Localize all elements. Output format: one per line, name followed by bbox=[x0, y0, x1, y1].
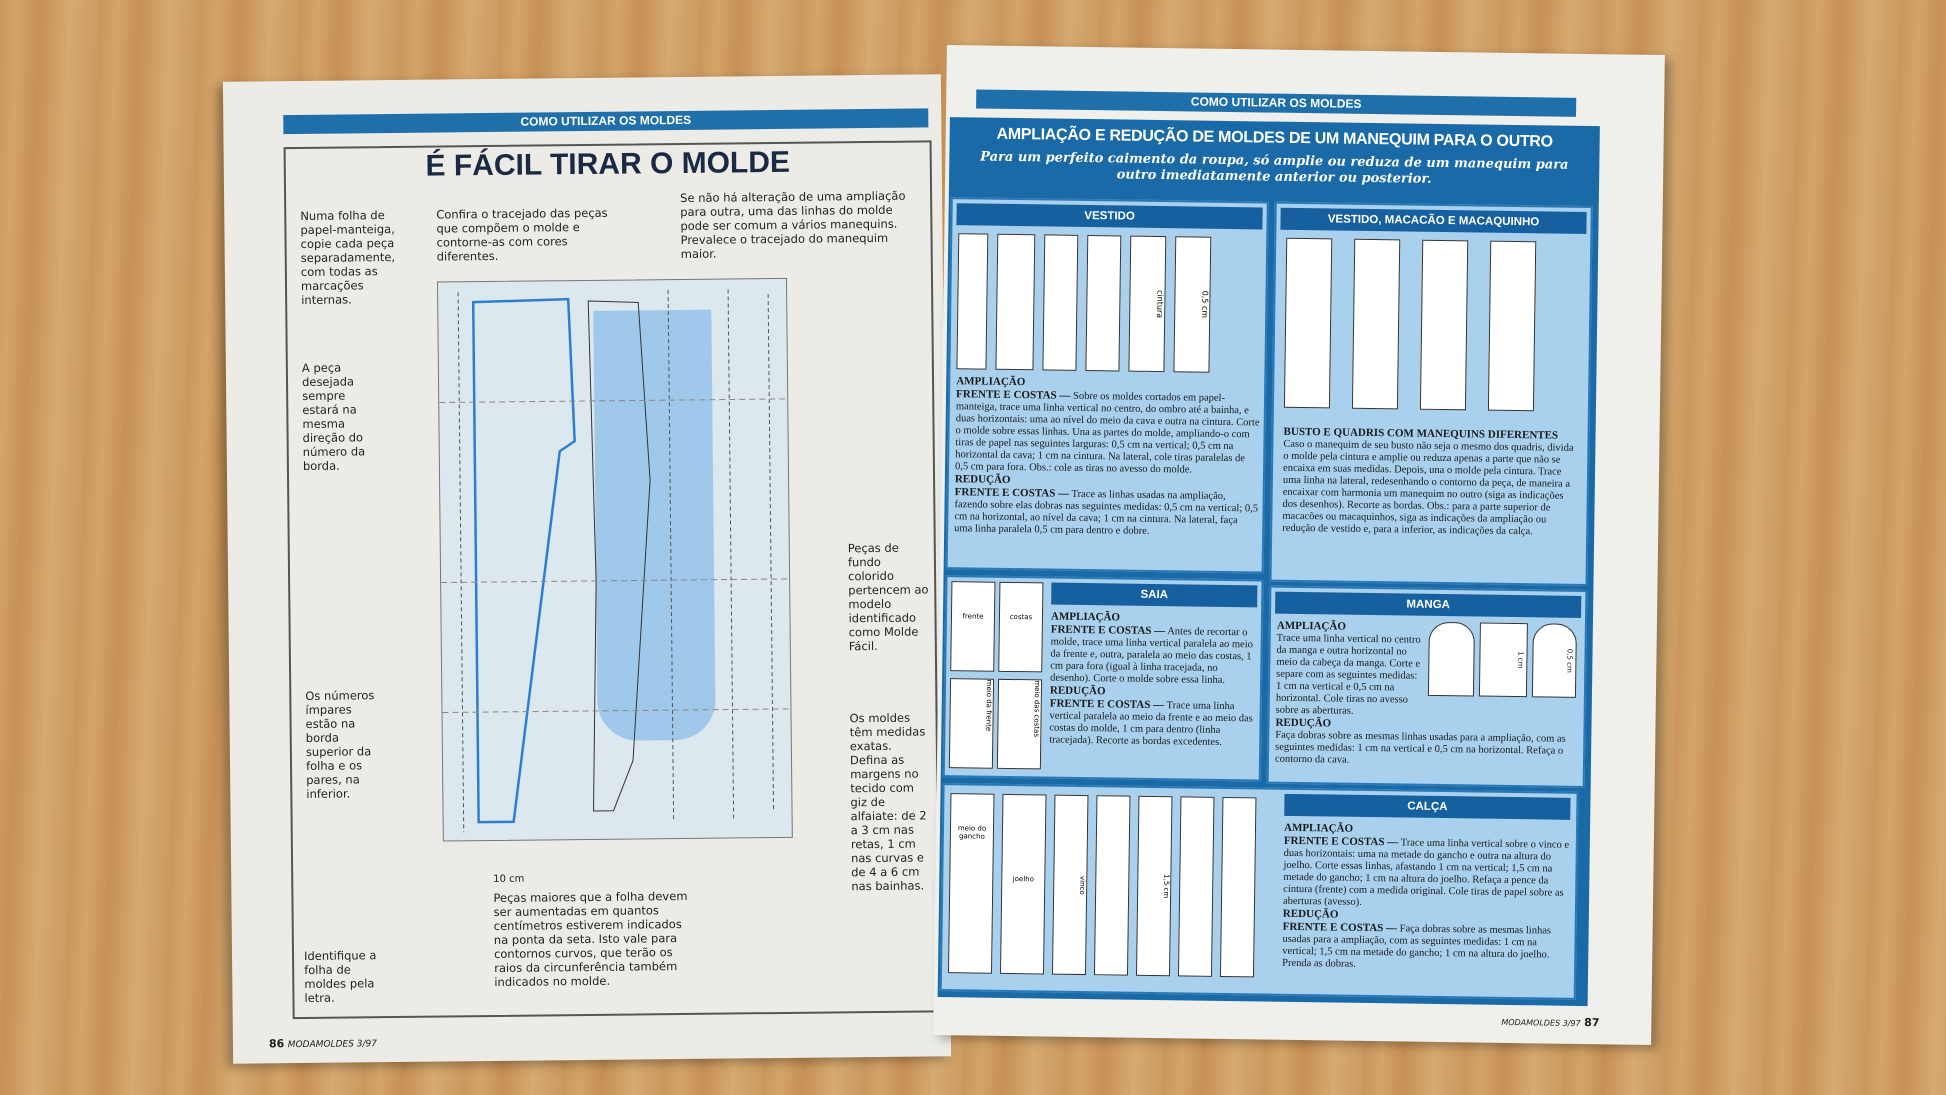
pants-piece: 1,5 cm bbox=[1135, 795, 1173, 977]
sleeve-piece bbox=[1427, 621, 1475, 697]
saia-costas-piece: costas bbox=[998, 581, 1044, 673]
right-page: COMO UTILIZAR OS MOLDES AMPLIAÇÃO E REDU… bbox=[933, 45, 1665, 1045]
section-saia: frente costas meio da frente meio das co… bbox=[942, 575, 1264, 782]
saia-frente-piece: frente bbox=[950, 581, 996, 672]
sleeve-piece: 1 cm bbox=[1478, 622, 1528, 698]
pants-piece bbox=[1093, 795, 1131, 976]
pattern-piece bbox=[956, 233, 989, 370]
pants-piece bbox=[1219, 796, 1257, 978]
section-vestido: VESTIDO cintura 0,5 cm AMPLIAÇÃO FRENTE … bbox=[945, 197, 1269, 574]
saia-diagrams: frente costas meio da frente meio das co… bbox=[948, 581, 1048, 772]
note-peca-desejada: A peça desejada sempre estará na mesma d… bbox=[301, 360, 366, 473]
left-page-number: 86 bbox=[268, 1037, 285, 1051]
calca-frente-costas: FRENTE E COSTAS — bbox=[1283, 834, 1399, 849]
left-page: COMO UTILIZAR OS MOLDES É FÁCIL TIRAR O … bbox=[222, 74, 952, 1064]
note-papel-manteiga: Numa folha de papel-manteiga, copie cada… bbox=[300, 208, 396, 307]
left-page-title: É FÁCIL TIRAR O MOLDE bbox=[425, 145, 791, 183]
saia-frente-costas: FRENTE E COSTAS — bbox=[1050, 623, 1166, 638]
manga-ampliacao-heading: AMPLIAÇÃO bbox=[1276, 619, 1347, 633]
calca-frente-costas: FRENTE E COSTAS — bbox=[1282, 920, 1398, 935]
note-fundo-colorido: Peças de fundo colorido pertencem ao mod… bbox=[847, 540, 929, 654]
macacao-header: VESTIDO, MACACÃO E MACAQUINHO bbox=[1280, 207, 1587, 234]
section-calca: meio do gancho joelho vinco 1,5 cm CALÇA… bbox=[939, 783, 1579, 1000]
pattern-piece bbox=[1085, 235, 1122, 372]
calca-diagrams: meio do gancho joelho vinco 1,5 cm bbox=[947, 793, 1257, 978]
note-confira: Confira o tracejado das peças que compõe… bbox=[436, 205, 608, 264]
pants-piece: joelho bbox=[999, 793, 1047, 975]
saia-ampliacao-heading: AMPLIAÇÃO bbox=[1050, 610, 1121, 624]
left-footer-magazine: MODAMOLDES 3/97 bbox=[287, 1039, 378, 1051]
right-section-header: COMO UTILIZAR OS MOLDES bbox=[976, 89, 1577, 117]
saia-reducao-heading: REDUÇÃO bbox=[1049, 684, 1106, 698]
note-numeros: Os números ímpares estão na borda superi… bbox=[305, 688, 375, 801]
right-page-subtitle: Para um perfeito caimento da roupa, só a… bbox=[980, 149, 1569, 187]
right-page-title: AMPLIAÇÃO E REDUÇÃO DE MOLDES DE UM MANE… bbox=[996, 125, 1553, 151]
right-footer: MODAMOLDES 3/97 87 bbox=[1501, 1015, 1599, 1029]
right-page-number: 87 bbox=[1584, 1016, 1600, 1030]
pants-piece: vinco bbox=[1051, 794, 1089, 976]
macacao-diagrams bbox=[1283, 237, 1537, 412]
vestido-frente-costas: FRENTE E COSTAS — bbox=[954, 486, 1070, 500]
calca-ampliacao-text: Trace uma linha vertical sobre o vinco e… bbox=[1282, 837, 1570, 908]
note-pecas-maiores: Peças maiores que a folha devem ser aume… bbox=[493, 888, 688, 989]
calca-reducao-heading: REDUÇÃO bbox=[1282, 907, 1339, 921]
busto-quadris-text: Caso o manequim de seu busto não seja o … bbox=[1282, 438, 1574, 538]
saia-meio-frente-piece: meio da frente bbox=[948, 678, 995, 769]
pattern-lines bbox=[439, 289, 793, 833]
note-medidas-exatas: Os moldes têm medidas exatas. Defina as … bbox=[849, 710, 927, 894]
saia-meio-costas-piece: meio das costas bbox=[996, 678, 1043, 770]
sleeve-piece: 0,5 cm bbox=[1531, 623, 1577, 698]
manga-reducao-heading: REDUÇÃO bbox=[1275, 716, 1332, 730]
pattern-piece: 0,5 cm bbox=[1173, 236, 1212, 373]
pattern-sheet bbox=[436, 277, 793, 842]
pants-piece: meio do gancho bbox=[947, 793, 995, 974]
manga-ampliacao-text: Trace uma linha vertical no centro da ma… bbox=[1275, 632, 1421, 717]
left-footer: 86 MODAMOLDES 3/97 bbox=[269, 1036, 377, 1050]
pattern-piece bbox=[1487, 240, 1537, 412]
pattern-piece bbox=[1283, 237, 1333, 409]
pattern-piece bbox=[1419, 239, 1469, 411]
pattern-piece bbox=[995, 233, 1036, 371]
manga-header: MANGA bbox=[1275, 591, 1582, 618]
vestido-reducao-heading: REDUÇÃO bbox=[954, 473, 1011, 486]
left-section-header: COMO UTILIZAR OS MOLDES bbox=[283, 108, 929, 135]
manga-diagrams: 1 cm 0,5 cm bbox=[1427, 621, 1579, 702]
pants-piece bbox=[1177, 796, 1215, 977]
section-macacao: VESTIDO, MACACÃO E MACAQUINHO BUSTO E QU… bbox=[1269, 201, 1593, 587]
calca-header: CALÇA bbox=[1284, 793, 1571, 820]
scale-label: 10 cm bbox=[493, 873, 525, 885]
saia-frente-costas: FRENTE E COSTAS — bbox=[1049, 697, 1165, 712]
pattern-piece bbox=[1042, 234, 1079, 371]
saia-header: SAIA bbox=[1051, 582, 1258, 608]
vestido-ampliacao-heading: AMPLIAÇÃO bbox=[956, 375, 1026, 389]
pattern-piece: cintura bbox=[1128, 235, 1167, 373]
vestido-ampliacao-text: Sobre os moldes cortados em papel-mantei… bbox=[954, 390, 1260, 476]
vestido-frente-costas: FRENTE E COSTAS — bbox=[955, 388, 1071, 402]
pattern-piece bbox=[1351, 238, 1401, 410]
vestido-header: VESTIDO bbox=[956, 203, 1263, 230]
vestido-diagrams: cintura 0,5 cm bbox=[956, 233, 1258, 373]
note-se-nao-ha: Se não há alteração de uma ampliação par… bbox=[680, 188, 906, 262]
manga-reducao-text: Faça dobras sobre as mesmas linhas usada… bbox=[1274, 729, 1566, 766]
note-identifique: Identifique a folha de moldes pela letra… bbox=[303, 948, 377, 1005]
blue-panel: AMPLIAÇÃO E REDUÇÃO DE MOLDES DE UM MANE… bbox=[937, 117, 1600, 1007]
calca-ampliacao-heading: AMPLIAÇÃO bbox=[1283, 821, 1354, 835]
right-footer-magazine: MODAMOLDES 3/97 bbox=[1501, 1017, 1581, 1028]
section-manga: MANGA 1 cm 0,5 cm AMPLIAÇÃO Trace uma li… bbox=[1266, 585, 1588, 789]
